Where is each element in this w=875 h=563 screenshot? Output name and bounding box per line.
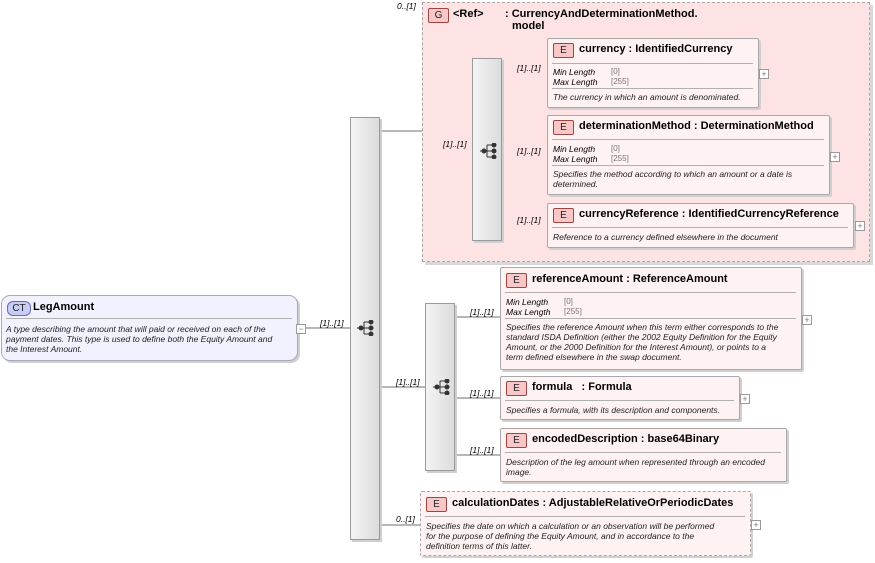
- cardinality-calc: 0..[1]: [396, 514, 415, 524]
- cardinality-seq1: [1]..[1]: [443, 139, 467, 149]
- expand-plus-icon[interactable]: +: [740, 394, 750, 404]
- sequence-icon: [480, 143, 497, 159]
- group-badge: G: [428, 8, 449, 23]
- cardinality-determination: [1]..[1]: [517, 146, 541, 156]
- element-title: calculationDates : AdjustableRelativeOrP…: [452, 497, 734, 509]
- cardinality-seq2: [1]..[1]: [396, 377, 420, 387]
- element-title: currency : IdentifiedCurrency: [579, 43, 733, 55]
- expand-plus-icon[interactable]: +: [855, 221, 865, 231]
- element-determination-method[interactable]: [547, 115, 830, 195]
- complex-type-name: LegAmount: [33, 301, 95, 313]
- expand-plus-icon[interactable]: +: [802, 315, 812, 325]
- element-title: encodedDescription : base64Binary: [532, 433, 720, 445]
- cardinality-root: [1]..[1]: [320, 318, 344, 328]
- element-title: determinationMethod : DeterminationMetho…: [579, 120, 814, 132]
- expand-plus-icon[interactable]: +: [830, 152, 840, 162]
- complex-type-description: A type describing the amount that will p…: [6, 324, 273, 354]
- element-calculation-dates[interactable]: [420, 491, 751, 556]
- element-encoded-description[interactable]: [500, 428, 787, 482]
- element-title: formula : Formula: [532, 381, 632, 393]
- collapse-minus-icon[interactable]: −: [296, 324, 306, 334]
- group-name: : CurrencyAndDeterminationMethod.: [505, 8, 698, 20]
- expand-plus-icon[interactable]: +: [759, 69, 769, 79]
- group-ref: <Ref>: [453, 8, 484, 20]
- group-name-cont: model: [512, 20, 545, 32]
- cardinality-currency: [1]..[1]: [517, 63, 541, 73]
- element-currency-reference[interactable]: [547, 203, 854, 248]
- cardinality-currencyref: [1]..[1]: [517, 215, 541, 225]
- element-formula[interactable]: [500, 376, 740, 420]
- complex-type-badge: CT: [7, 301, 31, 316]
- sequence-icon: [433, 379, 450, 395]
- element-title: referenceAmount : ReferenceAmount: [532, 273, 728, 285]
- element-badge: E: [553, 43, 574, 58]
- expand-plus-icon[interactable]: +: [751, 520, 761, 530]
- sequence-icon: [357, 320, 374, 336]
- group-cardinality: 0..[1]: [397, 1, 416, 11]
- leg-amount-type[interactable]: [1, 295, 298, 361]
- element-title: currencyReference : IdentifiedCurrencyRe…: [579, 208, 839, 220]
- element-currency[interactable]: [547, 38, 759, 108]
